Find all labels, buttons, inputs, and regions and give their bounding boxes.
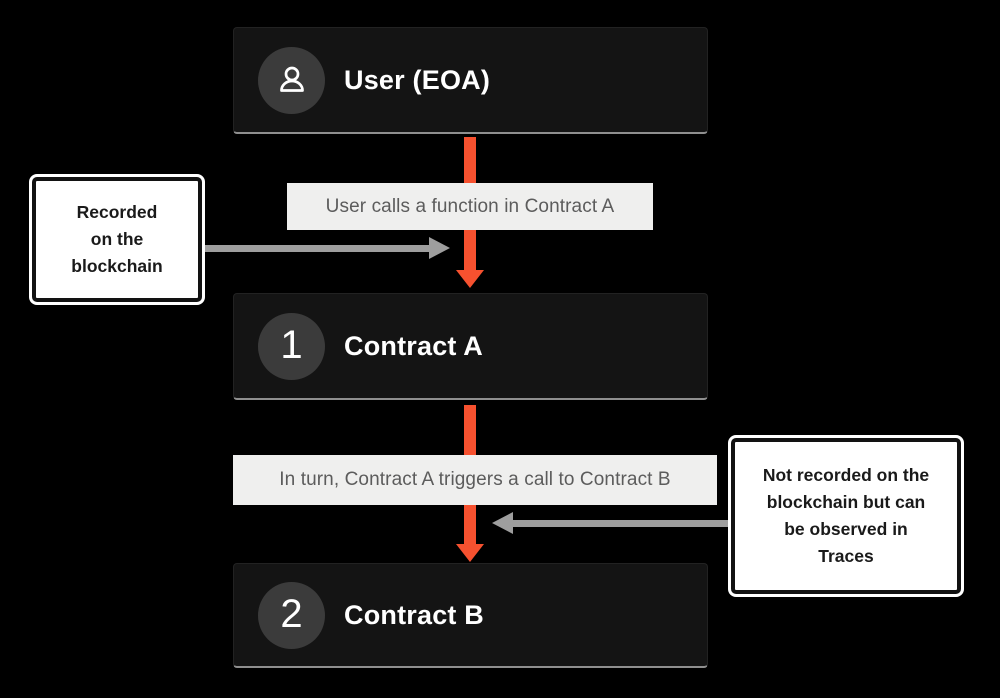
annotation-line: blockchain	[71, 256, 163, 277]
annotation-line: be observed in	[784, 519, 908, 539]
step-number: 2	[280, 592, 303, 636]
step-badge-2: 2	[258, 581, 325, 649]
user-avatar	[258, 46, 325, 114]
annotation-line: Not recorded on the	[762, 464, 930, 485]
pointer-arrow-right-icon	[492, 512, 731, 534]
annotation-observed-in-traces: Not recorded on the blockchain but can b…	[731, 438, 961, 594]
node-title: User (EOA)	[344, 64, 491, 95]
flow-label-user-call: User calls a function in Contract A	[287, 183, 653, 230]
node-title: Contract B	[344, 599, 485, 630]
step-badge-1: 1	[258, 312, 325, 380]
flow-label-contract-call: In turn, Contract A triggers a call to C…	[233, 455, 717, 505]
pointer-arrow-left-icon	[205, 237, 450, 259]
step-number: 1	[280, 323, 303, 367]
node-title: Contract A	[344, 330, 484, 361]
annotation-line: Traces	[818, 546, 874, 567]
flow-label-text: In turn, Contract A triggers a call to C…	[279, 469, 671, 490]
user-icon	[273, 61, 311, 99]
node-contract-b: 2 Contract B	[233, 563, 708, 668]
node-contract-a: 1 Contract A	[233, 293, 708, 400]
node-user-eoa: User (EOA)	[233, 27, 708, 134]
annotation-line: Recorded	[76, 201, 158, 222]
flow-label-text: User calls a function in Contract A	[325, 195, 615, 217]
annotation-recorded-on-chain: Recorded on the blockchain	[32, 177, 202, 302]
annotation-line: on the	[90, 228, 144, 249]
annotation-line: blockchain but can	[766, 491, 926, 512]
